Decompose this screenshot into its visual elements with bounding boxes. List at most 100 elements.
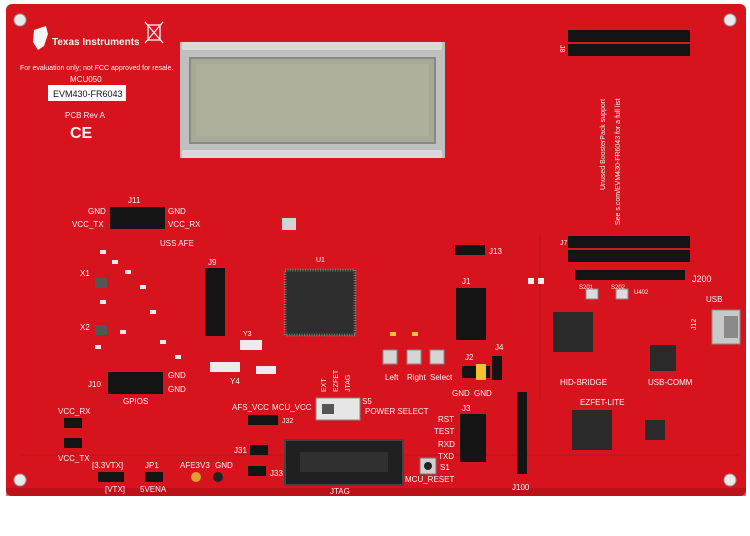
- j13-label: J13: [489, 247, 502, 256]
- mcu-reset-label: MCU_RESET: [405, 475, 454, 484]
- ti-logo: [33, 26, 48, 50]
- mcu-u1-chip: [283, 268, 357, 337]
- ezfet-lite-label: EZFET-LITE: [580, 398, 624, 407]
- y4-label: Y4: [230, 377, 240, 386]
- j33-label: J33: [270, 469, 283, 478]
- button-select[interactable]: [429, 349, 445, 365]
- afe-components: [95, 250, 181, 359]
- power-select-slider: [322, 404, 334, 414]
- power-select-switch[interactable]: [315, 397, 361, 421]
- component-r3: [282, 218, 296, 230]
- button-left-label: Left: [385, 373, 399, 382]
- vtx-lower-label: [VTX]: [105, 485, 125, 494]
- ezfet-lite-chip: [572, 410, 612, 450]
- jp3-jumper: [64, 418, 82, 428]
- j100-header: [517, 392, 527, 474]
- s201-label: S201: [579, 285, 594, 291]
- s202-label: S202: [611, 285, 626, 291]
- led-d1: [390, 332, 396, 336]
- s201-button[interactable]: [585, 288, 599, 300]
- weee-bin-icon: [144, 21, 164, 44]
- j32-jumper: [248, 415, 278, 425]
- j9-header: [205, 268, 225, 336]
- jp1-label: JP1: [145, 461, 159, 470]
- x2-label: X2: [80, 323, 90, 332]
- j1-jumper-block: [456, 288, 486, 340]
- led-d3: [528, 278, 534, 284]
- s5-label: S5: [362, 397, 372, 406]
- j31-label: J31: [234, 446, 247, 455]
- afe-gnd-label: GND: [215, 461, 233, 470]
- led-d2: [412, 332, 418, 336]
- pcb-revision: PCB Rev A: [65, 111, 106, 120]
- crystal-x2: [95, 325, 107, 335]
- jtag-pins: [300, 452, 388, 472]
- test-point-gnd: [213, 472, 223, 482]
- j3-label: J3: [462, 404, 471, 413]
- ezfet-aux-chip: [645, 420, 665, 440]
- j13-header: [455, 245, 485, 255]
- rxd-label: RXD: [438, 440, 455, 449]
- ezfet-switch-label: EZFET: [333, 369, 340, 392]
- mounting-hole: [723, 473, 737, 487]
- button-right[interactable]: [406, 349, 422, 365]
- crystal-y4: [210, 362, 240, 372]
- j33-jumper: [248, 466, 266, 476]
- s1-label: S1: [440, 463, 450, 472]
- afs-vcc-label: AFS_VCC: [232, 403, 269, 412]
- vcc-rx-label: VCC_RX: [168, 220, 201, 229]
- j7-header: [568, 236, 690, 262]
- vcc-rx-lower-label: VCC_RX: [58, 407, 91, 416]
- 5vena-label: 5VENA: [140, 485, 167, 494]
- txd-label: TXD: [438, 452, 454, 461]
- j3-jumper-block: [460, 414, 486, 462]
- usb-port: [724, 316, 738, 338]
- j32-label: J32: [282, 418, 293, 425]
- j11-header: [110, 207, 165, 229]
- j11-label: J11: [128, 196, 141, 205]
- gpios-label: GPIOS: [123, 397, 148, 406]
- j10-gnd-b: GND: [168, 385, 186, 394]
- button-left[interactable]: [382, 349, 398, 365]
- brand-name: Texas Instruments: [52, 37, 140, 48]
- y3-label: Y3: [243, 331, 252, 338]
- uss-afe-label: USS AFE: [160, 239, 194, 248]
- j8-label: J8: [558, 45, 565, 53]
- boosterpack-note-1: Unused BoosterPack support: [600, 99, 607, 190]
- button-right-label: Right: [407, 373, 426, 382]
- rst-label: RST: [438, 415, 454, 424]
- ext-label: EXT: [321, 378, 328, 392]
- j200-header: [575, 270, 685, 280]
- led-d4: [538, 278, 544, 284]
- lcd-display: [180, 42, 445, 158]
- j8-header: [568, 30, 690, 56]
- test-point-afe: [191, 472, 201, 482]
- jp4-jumper: [64, 438, 82, 448]
- j10-header: [108, 372, 163, 394]
- mounting-hole: [723, 13, 737, 27]
- crystal-x1: [95, 278, 107, 288]
- j11-gnd-left: GND: [88, 207, 106, 216]
- button-select-label: Select: [430, 373, 453, 382]
- j7-label: J7: [560, 240, 568, 247]
- j2-jumper-cap: [476, 364, 486, 380]
- j4-label: J4: [495, 343, 504, 352]
- jp1-jumper: [145, 472, 163, 482]
- model-code: MCU050: [70, 75, 102, 84]
- power-select-label: POWER SELECT: [365, 407, 429, 416]
- boosterpack-note-2: See s.com/EVM430-FR6043 for a full list: [615, 99, 622, 225]
- j100-label: J100: [512, 483, 530, 492]
- j1-label: J1: [462, 277, 471, 286]
- crystal-y3: [240, 340, 262, 350]
- j2-label: J2: [465, 353, 474, 362]
- afe3v3-label: AFE3V3: [180, 461, 210, 470]
- s202-button[interactable]: [615, 288, 629, 300]
- x1-label: X1: [80, 269, 90, 278]
- mounting-hole: [13, 13, 27, 27]
- model-label: EVM430-FR6043: [53, 89, 123, 99]
- hid-bridge-label: HID-BRIDGE: [560, 378, 607, 387]
- evaluation-notice: For evaluation only; not FCC approved fo…: [20, 65, 173, 72]
- jtag-switch-label: JTAG: [345, 375, 352, 392]
- j200-label: J200: [692, 274, 712, 284]
